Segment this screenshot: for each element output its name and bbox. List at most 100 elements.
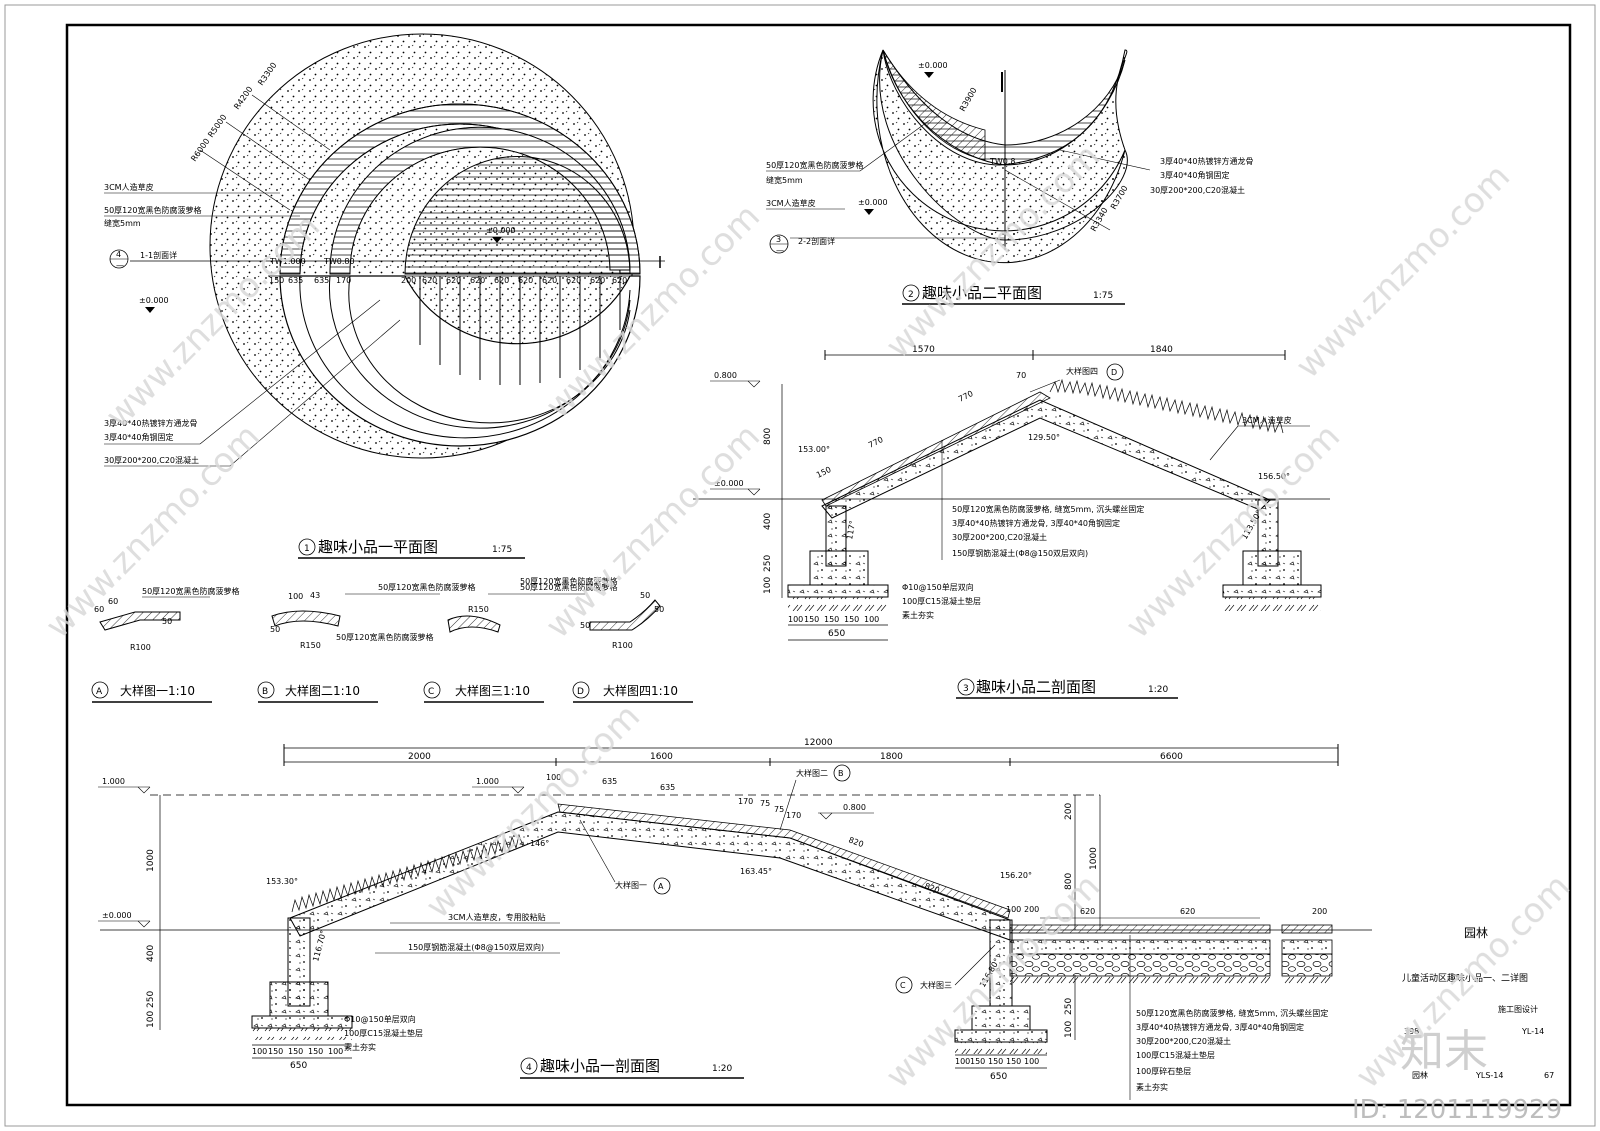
brand-logo: 知末 bbox=[1400, 1026, 1488, 1077]
svg-text:0.800: 0.800 bbox=[714, 371, 737, 380]
svg-text:—: — bbox=[116, 261, 124, 270]
svg-text:3: 3 bbox=[776, 235, 781, 244]
svg-text:3: 3 bbox=[963, 684, 969, 694]
dim-top: 1800 bbox=[880, 752, 903, 762]
svg-text:大样图四: 大样图四 bbox=[1066, 366, 1098, 376]
svg-text:50: 50 bbox=[640, 591, 650, 600]
svg-text:D: D bbox=[1111, 368, 1117, 377]
short-category: 园林 bbox=[1412, 1070, 1428, 1080]
svg-text:4: 4 bbox=[116, 250, 121, 259]
svg-text:100: 100 bbox=[864, 615, 879, 624]
note: 50厚120宽黑色防腐菠萝格, 缝宽5mm, 沉头螺丝固定 bbox=[1136, 1008, 1328, 1018]
level-marker: ±0.000 bbox=[139, 296, 169, 313]
svg-text:50: 50 bbox=[162, 617, 172, 626]
grass-note: 3CM人造草皮 bbox=[1242, 415, 1292, 425]
fragment: 398 bbox=[1404, 1027, 1419, 1036]
level-marker: ±0.000 bbox=[98, 911, 151, 928]
svg-text:趣味小品一平面图: 趣味小品一平面图 bbox=[318, 538, 438, 556]
foot-note: Φ10@150单层双向 bbox=[344, 1014, 416, 1024]
svg-text:R150: R150 bbox=[468, 605, 489, 614]
dim-150: 150 bbox=[269, 276, 284, 285]
svg-text:大样图三: 大样图三 bbox=[920, 980, 952, 990]
slope-dim: 75 bbox=[760, 799, 770, 808]
svg-text:±0.000: ±0.000 bbox=[858, 198, 888, 207]
svg-text:620: 620 bbox=[470, 276, 485, 285]
slope-dim: 200 bbox=[1024, 905, 1039, 914]
tw-label: TW1.000 bbox=[269, 257, 306, 266]
dim-top: 1840 bbox=[1150, 345, 1173, 355]
note-pad: 30厚200*200,C20混凝土 bbox=[1150, 185, 1245, 195]
vdim: 1000 bbox=[146, 849, 156, 872]
svg-text:B: B bbox=[262, 687, 268, 697]
section-callout-3: 3 — 2-2剖面详 bbox=[769, 234, 1005, 255]
slope-dim: 100 bbox=[1006, 905, 1021, 914]
note-board: 50厚120宽黑色防腐菠萝格 bbox=[766, 160, 863, 170]
svg-text:D: D bbox=[577, 687, 584, 697]
dim-170: 170 bbox=[336, 276, 351, 285]
svg-text:趣味小品二剖面图: 趣味小品二剖面图 bbox=[976, 678, 1096, 696]
vdim: 400 bbox=[146, 945, 156, 962]
footing-right bbox=[971, 1005, 1031, 1031]
vdim: 250 bbox=[763, 555, 773, 572]
svg-text:620: 620 bbox=[518, 276, 533, 285]
svg-text:±0.000: ±0.000 bbox=[714, 479, 744, 488]
svg-text:1: 1 bbox=[304, 544, 310, 554]
svg-text:650: 650 bbox=[828, 629, 845, 639]
svg-text:C: C bbox=[900, 981, 906, 990]
section-3-title: 3 趣味小品二剖面图 1:20 bbox=[956, 678, 1178, 699]
slope-dim: 770 bbox=[957, 389, 975, 404]
svg-text:50厚120宽黑色防腐菠萝格: 50厚120宽黑色防腐菠萝格 bbox=[142, 586, 239, 596]
angle: 116.70° bbox=[311, 929, 328, 962]
note-angle: 3厚40*40角钢固定 bbox=[1160, 170, 1229, 180]
slope-dim: 170 bbox=[786, 811, 801, 820]
svg-text:60: 60 bbox=[94, 605, 104, 614]
grass bbox=[291, 833, 524, 913]
vdim: 250 bbox=[146, 991, 156, 1008]
svg-text:150: 150 bbox=[308, 1047, 323, 1056]
note: 150厚钢筋混凝土(Φ8@150双层双向) bbox=[952, 548, 1088, 558]
svg-text:60: 60 bbox=[108, 597, 118, 606]
tw-label: TW0.8 bbox=[989, 157, 1016, 166]
slope-dim: 770 bbox=[867, 435, 885, 450]
stage: 施工图设计 bbox=[1498, 1004, 1538, 1014]
svg-text:150: 150 bbox=[988, 1057, 1003, 1066]
svg-text:50: 50 bbox=[654, 605, 664, 614]
code2: YL-14 bbox=[1521, 1027, 1544, 1036]
svg-text:—: — bbox=[776, 246, 784, 255]
tw-label: TW0.80 bbox=[323, 257, 355, 266]
vdim: 400 bbox=[763, 513, 773, 530]
svg-text:±0.000: ±0.000 bbox=[139, 296, 169, 305]
title-block: 园林 儿童活动区趣味小品一、二详图 施工图设计 398 YL-14 园林 YLS… bbox=[1402, 926, 1554, 1080]
svg-text:150: 150 bbox=[970, 1057, 985, 1066]
angle: 153.30° bbox=[266, 877, 298, 886]
angle: 146° bbox=[530, 839, 549, 848]
svg-text:620: 620 bbox=[590, 276, 605, 285]
svg-text:趣味小品一剖面图: 趣味小品一剖面图 bbox=[540, 1057, 660, 1075]
svg-text:1.000: 1.000 bbox=[476, 777, 499, 786]
foot-note: 100厚C15混凝土垫层 bbox=[344, 1028, 423, 1038]
svg-text:0.800: 0.800 bbox=[843, 803, 866, 812]
level-marker: ±0.000 bbox=[918, 61, 948, 78]
foot-note: 素土夯实 bbox=[902, 610, 934, 620]
note-grass: 3CM人造草皮 bbox=[104, 182, 154, 192]
svg-text:大样图三1:10: 大样图三1:10 bbox=[455, 683, 530, 698]
svg-text:R150: R150 bbox=[300, 641, 321, 650]
footing-left bbox=[809, 550, 869, 586]
note-gap: 缝宽5mm bbox=[104, 218, 141, 228]
svg-text:650: 650 bbox=[290, 1061, 307, 1071]
dim-200: 200 bbox=[401, 276, 416, 285]
vdim: 100 bbox=[1064, 1021, 1074, 1038]
svg-text:C: C bbox=[428, 687, 434, 697]
note-grass: 3CM人造草皮 bbox=[766, 198, 816, 208]
slope-dim: 70 bbox=[1016, 371, 1026, 380]
drawing-name: 儿童活动区趣味小品一、二详图 bbox=[1402, 972, 1528, 984]
angle: 156.20° bbox=[1000, 871, 1032, 880]
svg-text:1:75: 1:75 bbox=[1093, 291, 1113, 301]
svg-text:4: 4 bbox=[526, 1063, 532, 1073]
detail-b: 50厚120宽黑色防腐菠萝格 100 43 50 R150 50厚120宽黑色防… bbox=[257, 582, 475, 703]
note-joist: 3厚40*40热镀锌方通龙骨 bbox=[104, 418, 197, 428]
dim-overall: 12000 bbox=[804, 738, 833, 748]
svg-text:趣味小品二平面图: 趣味小品二平面图 bbox=[922, 284, 1042, 302]
note-gap: 缝宽5mm bbox=[766, 175, 803, 185]
